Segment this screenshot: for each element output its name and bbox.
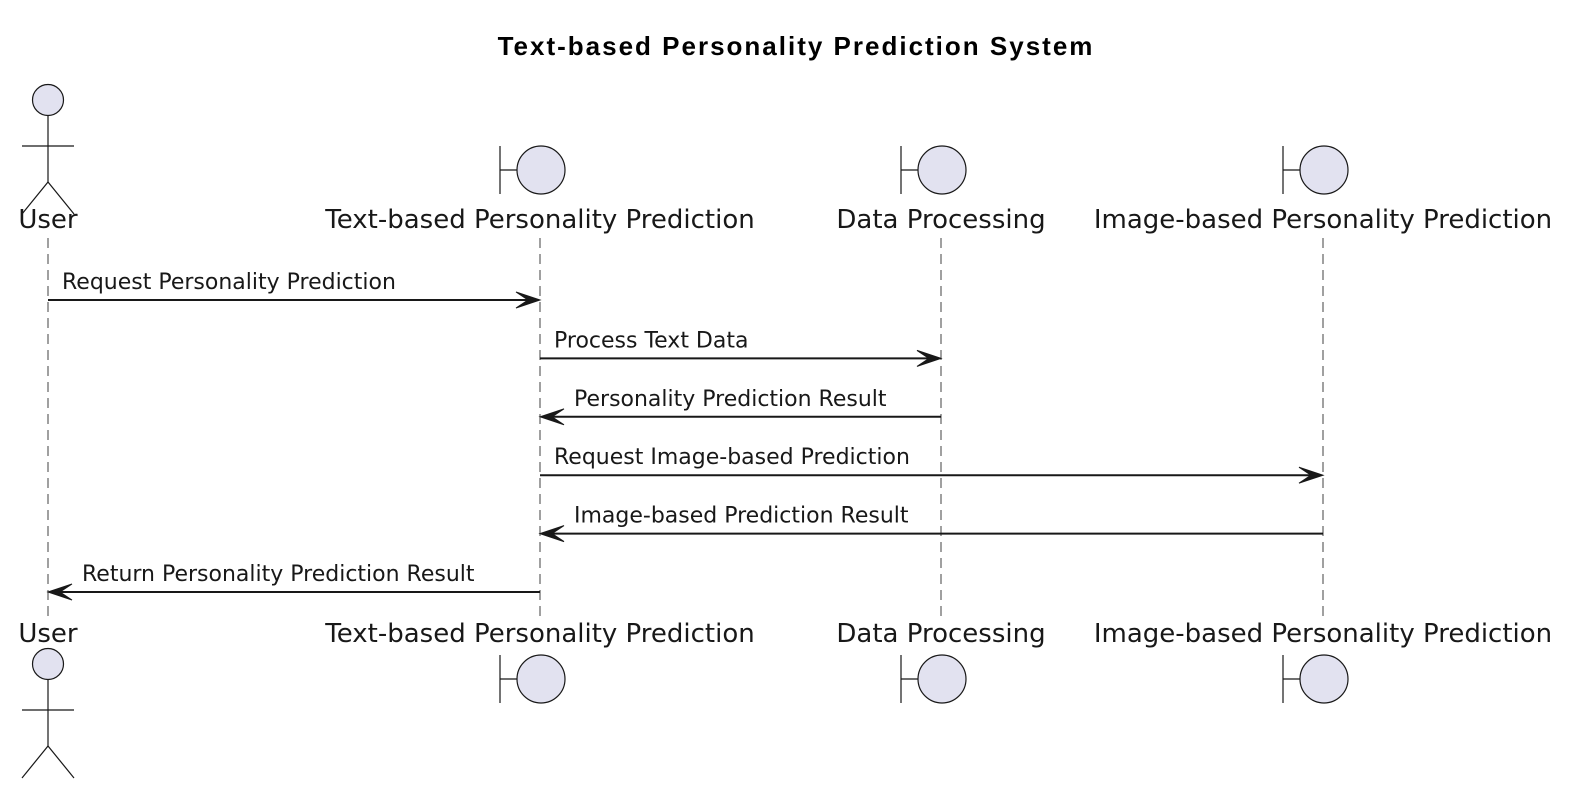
participant-bottom-text: Text-based Personality Prediction	[324, 619, 755, 704]
arrowhead-icon	[538, 408, 565, 426]
boundary-circle-icon	[917, 145, 967, 195]
message-label: Request Image-based Prediction	[554, 445, 910, 470]
participant-bottom-data: Data Processing	[836, 619, 1046, 704]
message-5: Image-based Prediction Result	[538, 504, 1323, 543]
participant-bottom-image: Image-based Personality Prediction	[1094, 619, 1552, 704]
participant-name: Image-based Personality Prediction	[1094, 619, 1552, 649]
actor-left-leg	[21, 745, 49, 779]
participant-top-user: User	[18, 83, 78, 235]
arrowhead-icon	[538, 525, 565, 543]
boundary-circle-icon	[516, 654, 566, 704]
message-label: Image-based Prediction Result	[574, 504, 909, 529]
arrowhead-icon	[1298, 466, 1325, 484]
arrowhead-icon	[515, 291, 542, 309]
participant-top-data: Data Processing	[836, 145, 1046, 235]
participant-name: Data Processing	[836, 619, 1045, 649]
participant-name: Data Processing	[836, 205, 1045, 235]
participant-top-image: Image-based Personality Prediction	[1094, 145, 1552, 235]
message-label: Return Personality Prediction Result	[82, 562, 475, 587]
participant-name: Text-based Personality Prediction	[324, 205, 754, 235]
actor-right-leg	[47, 181, 75, 215]
arrowhead-icon	[46, 583, 73, 601]
boundary-circle-icon	[516, 145, 566, 195]
message-6: Return Personality Prediction Result	[46, 562, 540, 601]
participant-bottom-user: User	[18, 619, 78, 779]
message-2: Process Text Data	[540, 328, 943, 367]
boundary-circle-icon	[917, 654, 967, 704]
participant-name: User	[18, 619, 78, 649]
message-label: Request Personality Prediction	[62, 270, 396, 295]
message-label: Process Text Data	[554, 328, 748, 353]
boundary-circle-icon	[1299, 145, 1349, 195]
boundary-circle-icon	[1299, 654, 1349, 704]
arrowhead-icon	[916, 349, 943, 367]
actor-right-leg	[47, 745, 75, 779]
actor-left-leg	[21, 181, 49, 215]
participant-name: Text-based Personality Prediction	[324, 619, 754, 649]
participant-name: Image-based Personality Prediction	[1094, 205, 1552, 235]
diagram-title: Text-based Personality Prediction System	[498, 31, 1095, 61]
participant-top-text: Text-based Personality Prediction	[324, 145, 755, 235]
message-1: Request Personality Prediction	[48, 270, 542, 309]
actor-head-icon	[31, 647, 65, 681]
message-label: Personality Prediction Result	[574, 387, 887, 412]
participant-name: User	[18, 205, 78, 235]
message-4: Request Image-based Prediction	[540, 445, 1325, 484]
actor-head-icon	[31, 83, 65, 117]
message-3: Personality Prediction Result	[538, 387, 941, 426]
